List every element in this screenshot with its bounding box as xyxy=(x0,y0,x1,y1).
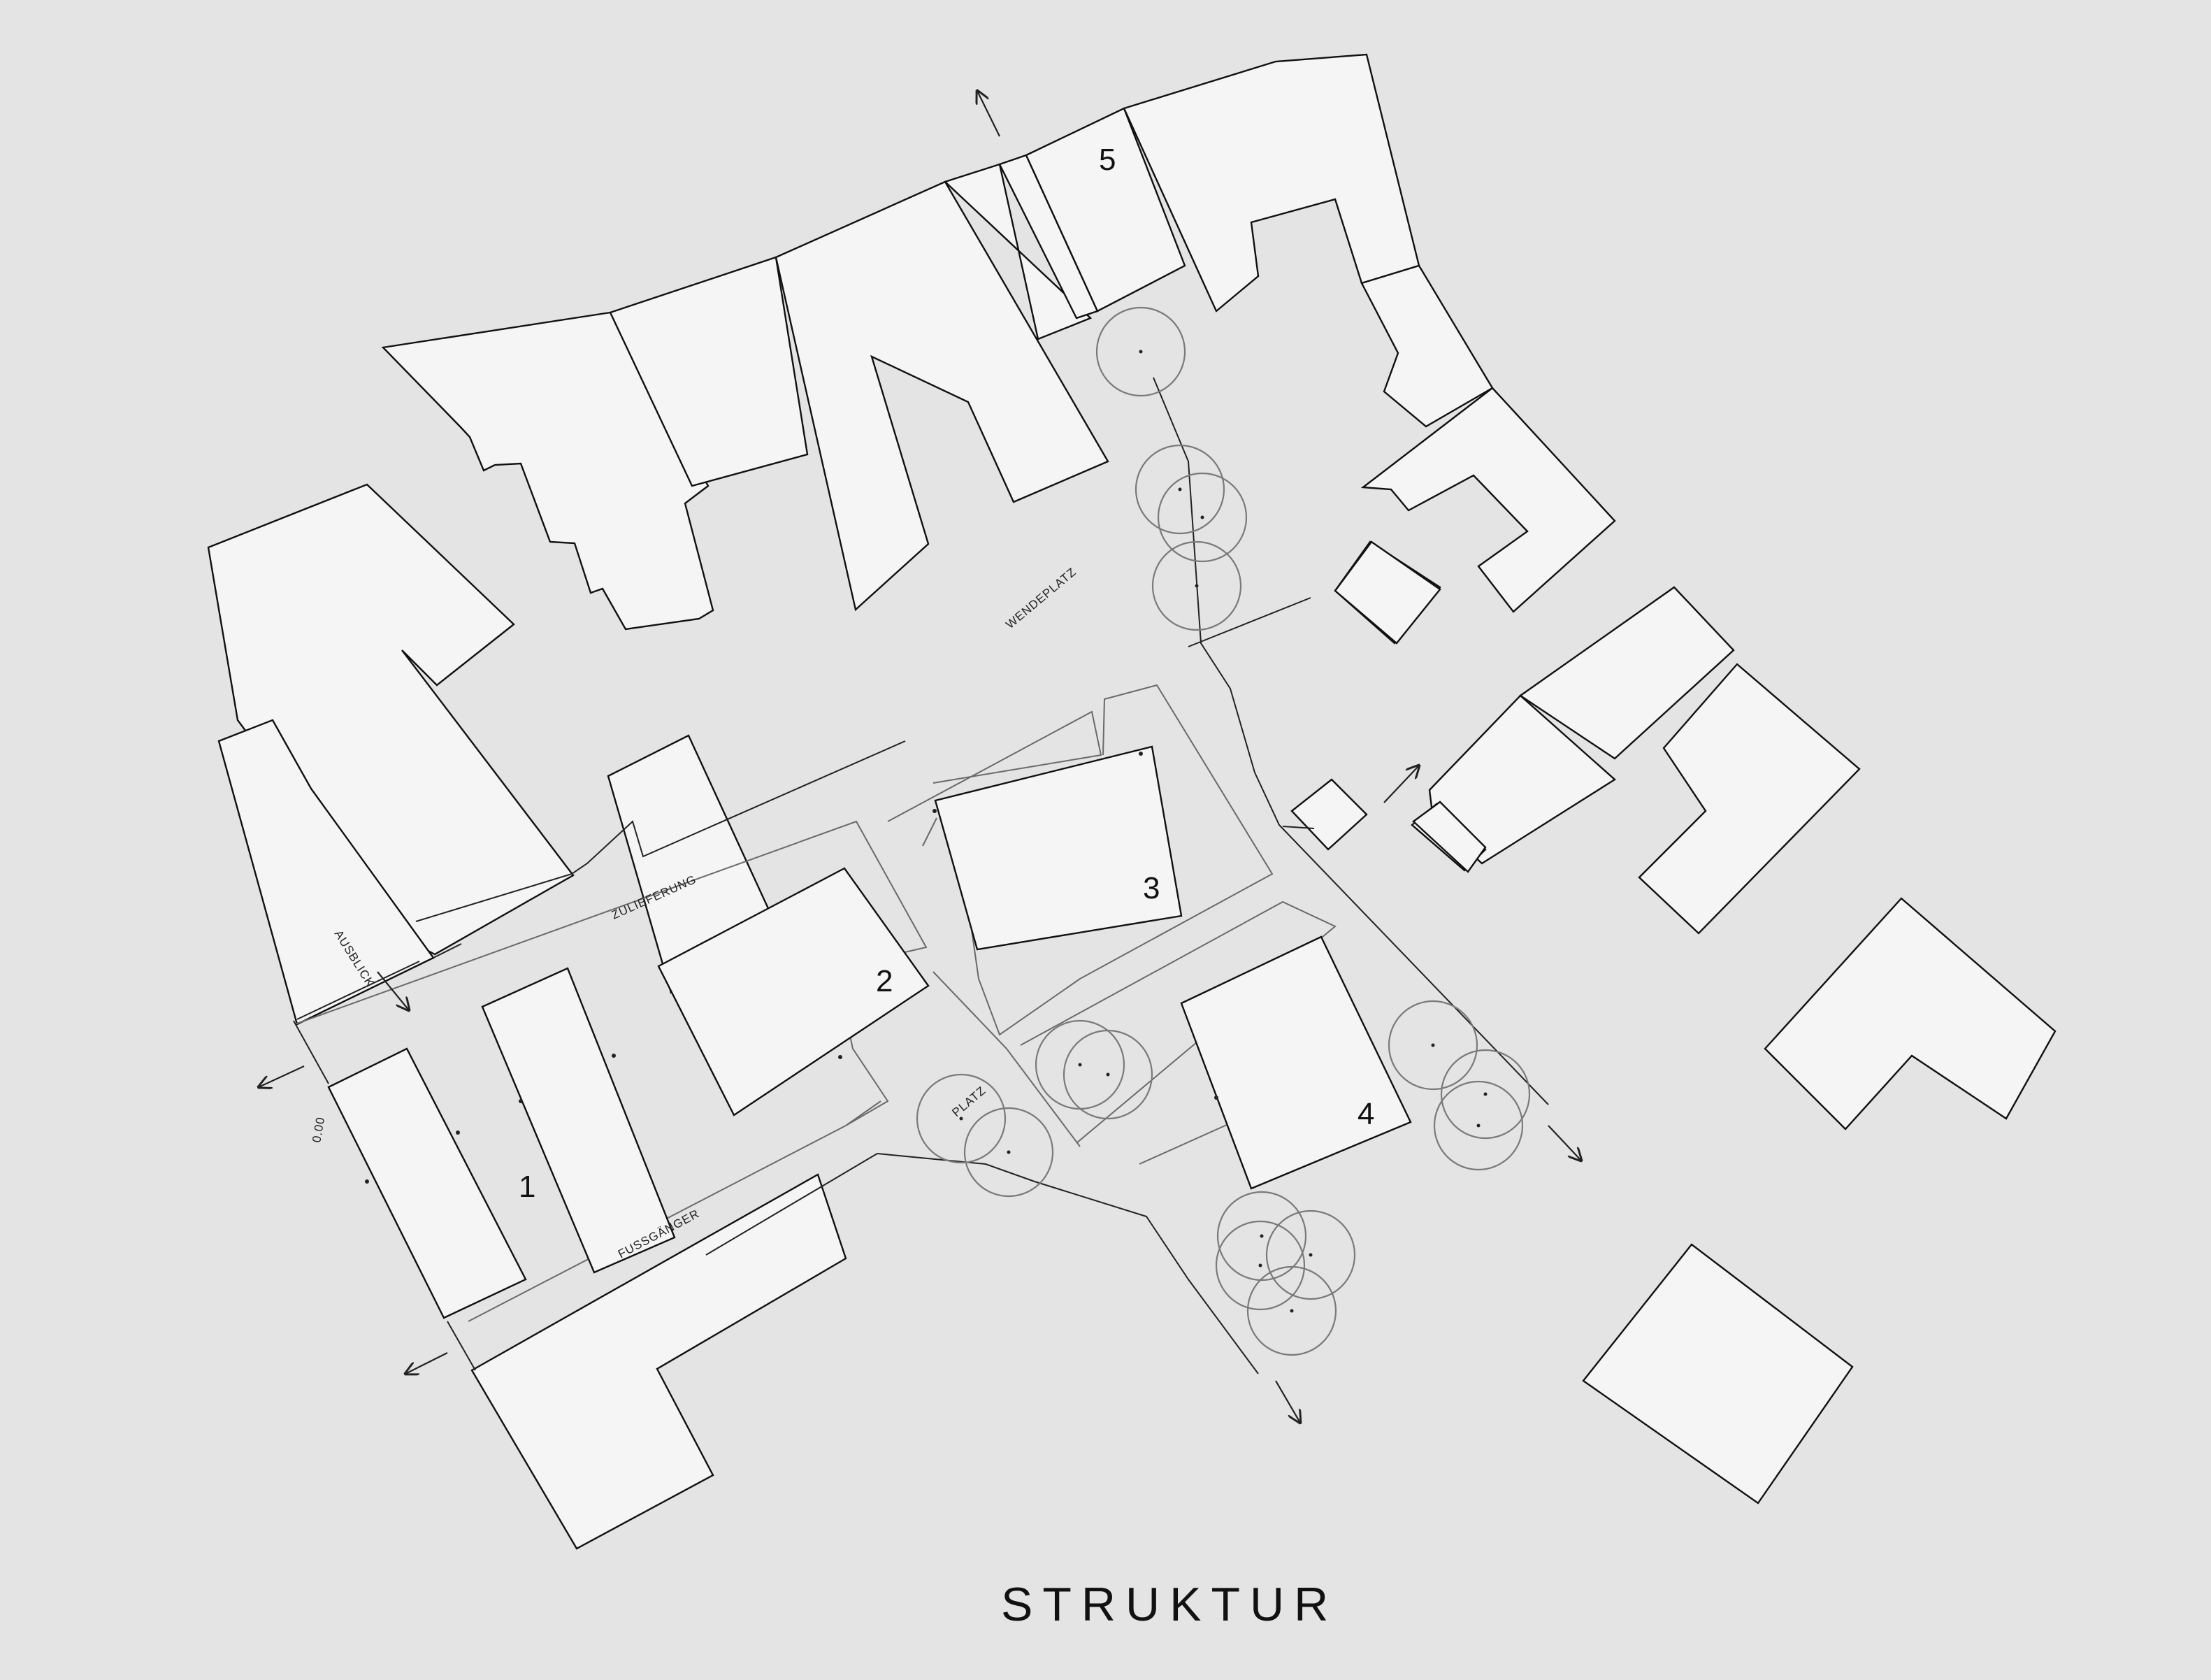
building-1b xyxy=(481,967,676,1274)
building-small-1 xyxy=(1334,540,1441,645)
tree-icon xyxy=(963,1107,1054,1198)
building-number-3: 3 xyxy=(1143,871,1160,905)
building-east-7 xyxy=(1764,897,2057,1130)
building-1a xyxy=(327,1047,527,1319)
building-north-2 xyxy=(609,256,809,487)
label-level: 0.00 xyxy=(310,1116,327,1144)
street-lines xyxy=(293,377,1549,1374)
building-north-7 xyxy=(1123,53,1420,313)
building-2 xyxy=(657,867,930,1117)
building-numbers: 1 2 3 4 5 xyxy=(519,143,1374,1204)
arrow-icon xyxy=(259,1065,305,1087)
building-north-4 xyxy=(943,163,1093,340)
arrow-icon xyxy=(977,91,1000,137)
building-east-6 xyxy=(1638,663,1861,935)
building-number-5: 5 xyxy=(1099,143,1116,177)
project-buildings xyxy=(327,745,1412,1319)
building-east-1 xyxy=(1360,387,1616,613)
building-west-2 xyxy=(217,719,435,1026)
building-number-2: 2 xyxy=(876,964,893,998)
building-north-1 xyxy=(381,311,714,631)
tree-icon xyxy=(1157,472,1248,563)
tree-icon xyxy=(1151,540,1242,631)
arrow-icon xyxy=(1275,1380,1300,1423)
arrow-icon xyxy=(377,971,409,1010)
building-small-2 xyxy=(1290,778,1368,851)
building-3 xyxy=(934,745,1183,951)
tree-icon xyxy=(1215,1220,1306,1311)
tree-icon xyxy=(1440,1049,1531,1140)
tree-icon xyxy=(1246,1265,1337,1356)
page-title: STRUKTUR xyxy=(1001,1578,1338,1631)
building-east-8 xyxy=(1582,1243,1854,1505)
tree-icon xyxy=(1433,1080,1524,1171)
building-small-3 xyxy=(1412,800,1487,873)
building-4 xyxy=(1180,935,1412,1190)
tree-icon xyxy=(916,1073,1007,1164)
tree-icon xyxy=(1216,1191,1307,1281)
building-number-1: 1 xyxy=(519,1170,535,1204)
building-north-3 xyxy=(775,180,1109,612)
label-wendeplatz: WENDEPLATZ xyxy=(1003,565,1079,631)
trees xyxy=(916,306,1531,1356)
building-north-8 xyxy=(1360,264,1494,428)
tree-icon xyxy=(1265,1209,1356,1300)
arrow-icon xyxy=(405,1352,448,1374)
tree-icon xyxy=(1063,1029,1153,1120)
building-number-4: 4 xyxy=(1357,1097,1374,1131)
tree-icon xyxy=(1035,1019,1125,1110)
label-platz: PLATZ xyxy=(949,1084,988,1119)
existing-buildings xyxy=(207,53,2057,1550)
building-south-1 xyxy=(470,1173,847,1550)
arrow-icon xyxy=(1548,1125,1581,1161)
arrow-icon xyxy=(1383,766,1419,803)
entrance-dots xyxy=(365,752,1218,1184)
tree-icon xyxy=(1095,306,1186,397)
building-east-4 xyxy=(1518,586,1735,760)
tree-icon xyxy=(1135,444,1225,535)
direction-arrows xyxy=(259,91,1581,1423)
building-north-6 xyxy=(1025,107,1186,313)
tree-icon xyxy=(1388,1000,1478,1091)
